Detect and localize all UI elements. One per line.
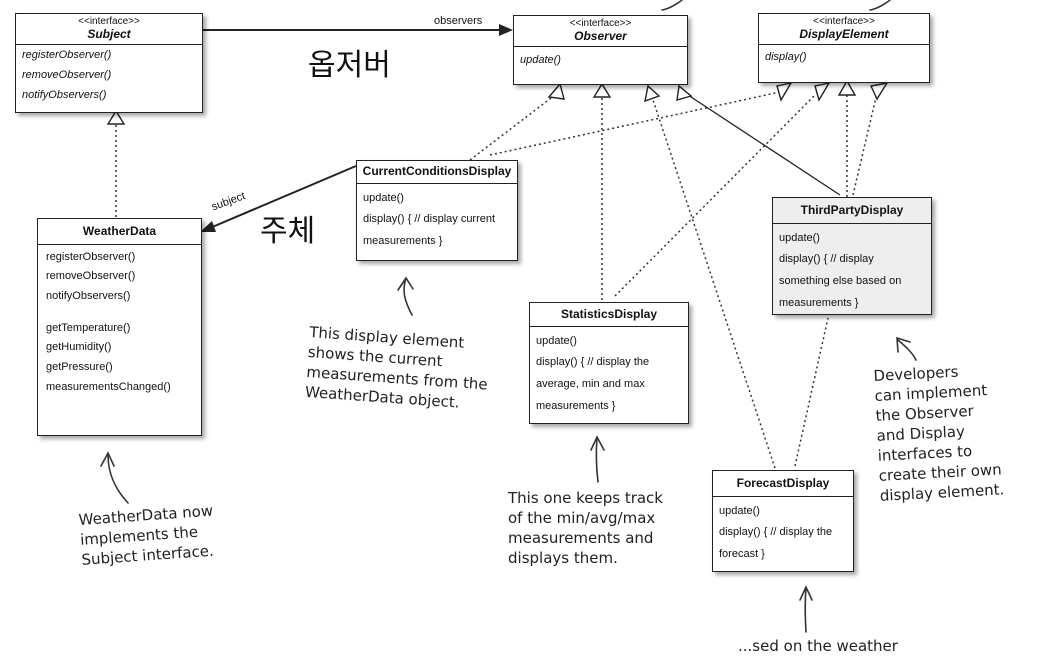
weather-data-header: WeatherData	[38, 219, 201, 245]
third-party-realizes-display-2	[852, 92, 878, 196]
forecast-annotation-partial: ...sed on the weather	[738, 637, 898, 655]
observer-class-name: Observer	[574, 28, 627, 43]
weather-data-annotation: WeatherData now implements the Subject i…	[78, 501, 215, 569]
method-item: getPressure()	[46, 361, 113, 373]
association-arrowheads	[200, 24, 513, 232]
current-conditions-annotation: This display element shows the current m…	[304, 322, 489, 412]
method-item: display()	[765, 51, 807, 64]
realization-lines	[115, 91, 878, 469]
current-conditions-methods: update() display() { // display current …	[357, 184, 517, 256]
display-hollow-triangle-3	[837, 79, 857, 96]
method-item: registerObserver()	[22, 49, 112, 62]
observer-hollow-triangle-4	[676, 84, 693, 101]
forecast-realizes-observer	[651, 96, 776, 469]
korean-observer-label: 옵저버	[308, 48, 391, 83]
current-conditions-realizes-display	[489, 91, 781, 156]
weather-data-class-box[interactable]: WeatherData registerObserver() removeObs…	[37, 218, 202, 436]
top-cutoff-curve-2	[869, 0, 891, 11]
developers-annotation: Developers can implement the Observer an…	[873, 362, 1005, 505]
observers-arrowhead	[499, 24, 513, 36]
third-party-header: ThirdPartyDisplay	[773, 198, 931, 224]
forecast-methods: update() display() { // display the fore…	[713, 497, 853, 569]
weather-data-note-arrow	[100, 451, 129, 504]
observer-hollow-triangle-1	[547, 82, 565, 100]
method-item: notifyObservers()	[22, 88, 107, 101]
display-hollow-triangle-2	[814, 81, 831, 102]
current-conditions-class-name: CurrentConditionsDisplay	[362, 164, 512, 178]
observer-header: <<interface>> Observer	[514, 16, 687, 48]
forecast-note-arrow	[799, 585, 813, 633]
statistics-methods: update() display() { // display the aver…	[530, 327, 688, 421]
display-element-interface-box[interactable]: <<interface>> DisplayElement display()	[758, 13, 930, 83]
subject-header: <<interface>> Subject	[16, 14, 202, 46]
solid-association-lines	[203, 29, 503, 229]
korean-subject-label: 주체	[260, 214, 316, 249]
weather-data-methods: registerObserver() removeObserver() noti…	[38, 245, 201, 406]
statistics-annotation: This one keeps track of the min/avg/max …	[508, 489, 663, 567]
forecast-header: ForecastDisplay	[713, 471, 853, 497]
method-item: getHumidity()	[46, 341, 112, 354]
top-cutoff-curve-1	[661, 0, 683, 11]
third-party-class-name: ThirdPartyDisplay	[800, 203, 904, 217]
display-element-methods: display()	[759, 45, 929, 75]
note-pointer-arrows	[100, 0, 917, 633]
method-item: display() { // display the forecast }	[719, 525, 833, 560]
method-item: registerObserver()	[46, 250, 136, 263]
observer-stereotype: <<interface>>	[569, 18, 632, 29]
statistics-note-arrow	[590, 435, 605, 483]
subject-class-name: Subject	[87, 26, 131, 41]
subject-methods: registerObserver() removeObserver() noti…	[16, 45, 202, 112]
observer-interface-box[interactable]: <<interface>> Observer update()	[513, 15, 688, 85]
statistics-class-name: StatisticsDisplay	[560, 307, 658, 321]
current-conditions-note-arrow	[397, 276, 414, 316]
observer-methods: update()	[514, 47, 687, 78]
weather-data-class-name: WeatherData	[82, 224, 157, 238]
third-party-display-box[interactable]: ThirdPartyDisplay update() display() { /…	[772, 197, 932, 315]
method-item: update()	[779, 231, 820, 244]
third-party-to-observer-line	[687, 94, 841, 196]
method-item: measurementsChanged()	[46, 380, 171, 393]
subject-interface-box[interactable]: <<interface>> Subject registerObserver()…	[15, 13, 203, 113]
display-hollow-triangle-4	[869, 82, 889, 101]
display-element-stereotype: <<interface>>	[813, 16, 875, 27]
method-item: removeObserver()	[46, 270, 136, 283]
subject-arrowhead	[200, 221, 216, 232]
realization-arrowheads	[106, 79, 889, 125]
observer-hollow-triangle-3	[644, 84, 661, 103]
method-item: notifyObservers()	[46, 290, 131, 303]
statistics-display-box[interactable]: StatisticsDisplay update() display() { /…	[529, 302, 689, 424]
current-conditions-to-weather-data-association	[209, 165, 357, 229]
method-item: display() { // display the average, min …	[536, 355, 650, 412]
method-item: update()	[363, 191, 404, 204]
method-item: display() { // display something else ba…	[779, 252, 902, 309]
method-item: update()	[719, 504, 760, 517]
current-conditions-display-box[interactable]: CurrentConditionsDisplay update() displa…	[356, 160, 518, 261]
forecast-display-box[interactable]: ForecastDisplay update() display() { // …	[712, 470, 854, 572]
display-hollow-triangle-1	[776, 81, 793, 102]
method-item: update()	[536, 334, 577, 347]
method-item: display() { // display current measureme…	[363, 212, 496, 247]
forecast-class-name: ForecastDisplay	[736, 476, 830, 490]
observer-hollow-triangle-2	[592, 82, 612, 98]
forecast-realizes-display	[794, 317, 829, 467]
method-item: update()	[520, 54, 561, 67]
statistics-header: StatisticsDisplay	[530, 303, 688, 327]
display-element-header: <<interface>> DisplayElement	[759, 14, 929, 46]
current-conditions-realizes-observer	[469, 94, 556, 161]
current-conditions-header: CurrentConditionsDisplay	[357, 161, 517, 184]
subject-stereotype: <<interface>>	[78, 16, 140, 27]
statistics-realizes-display	[614, 94, 816, 297]
method-group-gap	[46, 310, 193, 322]
observers-edge-label: observers	[434, 15, 483, 27]
third-party-methods: update() display() { // display somethin…	[773, 224, 931, 318]
method-item: getTemperature()	[46, 321, 131, 334]
developers-note-arrow	[896, 336, 917, 361]
method-item: removeObserver()	[22, 68, 112, 81]
subject-hollow-triangle	[106, 109, 126, 125]
display-element-class-name: DisplayElement	[799, 26, 889, 41]
